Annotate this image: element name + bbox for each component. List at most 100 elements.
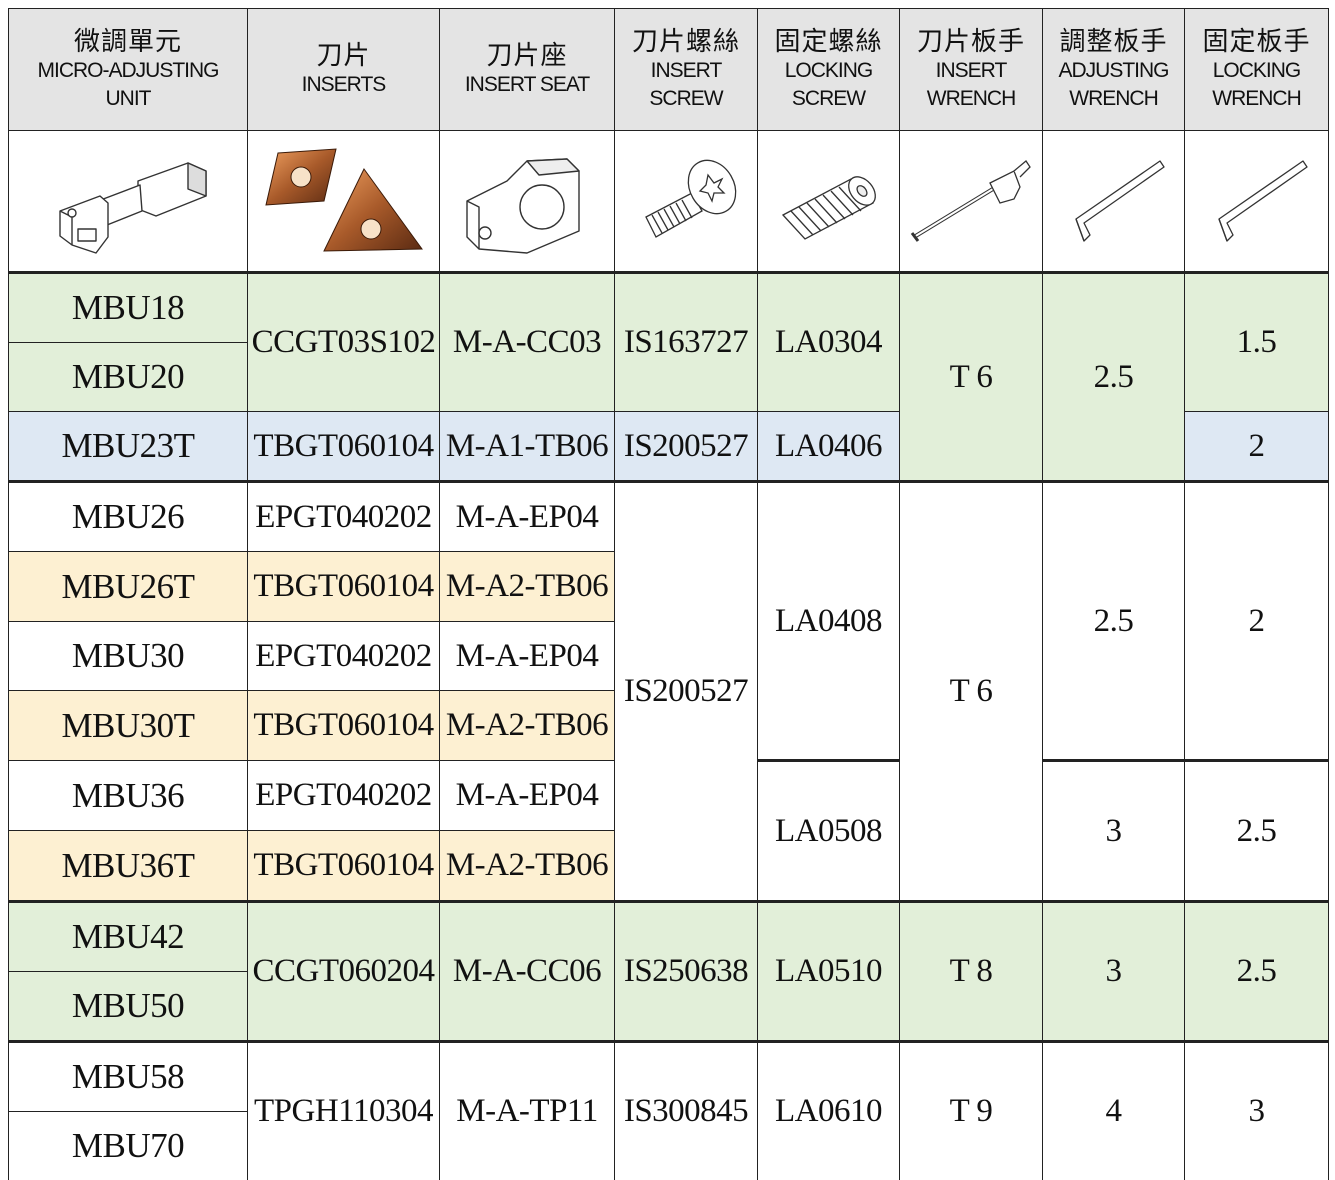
col-header-insert-wrench: 刀片板手 INSERT WRENCH: [899, 8, 1043, 131]
col-header-en: WRENCH: [1212, 86, 1302, 110]
col-header-en: UNIT: [105, 86, 152, 110]
table-row: MBU42 CCGT060204 M-A-CC06 IS250638 LA051…: [8, 900, 1329, 1042]
seat-cell: M-A2-TB06: [439, 690, 615, 761]
insert-cell: EPGT040202: [247, 760, 440, 831]
hex-key-icon: [1074, 160, 1165, 242]
col-header-unit: 微調單元 MICRO-ADJUSTING UNIT: [8, 8, 248, 131]
insert-wrench-cell: T 9: [899, 1040, 1043, 1180]
locking-screw-cell: LA0304: [757, 272, 900, 412]
unit-cell: MBU50: [8, 971, 248, 1042]
locking-wrench-cell: 2.5: [1184, 900, 1329, 1042]
locking-wrench-cell: 2: [1184, 411, 1329, 482]
insert-cell: TBGT060104: [247, 830, 440, 902]
locking-screw-cell: LA0406: [757, 411, 900, 482]
header-row: 微調單元 MICRO-ADJUSTING UNIT 刀片 INSERTS 刀片座…: [8, 8, 1329, 131]
locking-screw-image: [757, 130, 900, 274]
locking-screw-cell: LA0508: [757, 759, 900, 902]
col-header-zh: 調整板手: [1059, 26, 1168, 57]
inserts-photo-icon: [264, 148, 423, 252]
col-header-adjusting-wrench: 調整板手 ADJUSTING WRENCH: [1042, 8, 1185, 131]
table-row: MBU26T TBGT060104 M-A2-TB06: [8, 551, 1329, 622]
insert-cell: CCGT03S102: [247, 272, 440, 412]
seat-cell: M-A-EP04: [439, 621, 615, 691]
col-header-en: MICRO-ADJUSTING: [37, 58, 220, 82]
col-header-en: INSERT: [650, 58, 723, 82]
insert-cell: TBGT060104: [247, 690, 440, 761]
unit-cell: MBU30: [8, 621, 248, 691]
col-header-zh: 刀片: [316, 40, 371, 71]
locking-wrench-cell: 2: [1184, 480, 1329, 761]
insert-wrench-image: [899, 130, 1043, 274]
table-row: MBU20: [8, 342, 1329, 412]
table-row: MBU30T TBGT060104 M-A2-TB06: [8, 690, 1329, 761]
col-header-locking-wrench: 固定板手 LOCKING WRENCH: [1184, 8, 1329, 131]
col-header-zh: 刀片螺絲: [631, 26, 740, 57]
insert-seat-icon: [466, 158, 580, 254]
seat-cell: M-A2-TB06: [439, 830, 615, 902]
locking-wrench-cell: 3: [1184, 1040, 1329, 1180]
seat-cell: M-A-EP04: [439, 760, 615, 831]
unit-cell: MBU36T: [8, 830, 248, 902]
seat-cell: M-A-EP04: [439, 480, 615, 552]
table-row: MBU23T TBGT060104 M-A1-TB06 IS200527 LA0…: [8, 411, 1329, 482]
adjusting-wrench-cell: 2.5: [1042, 272, 1185, 482]
col-header-en: ADJUSTING: [1058, 58, 1169, 82]
unit-cell: MBU42: [8, 900, 248, 972]
col-header-locking-screw: 固定螺絲 LOCKING SCREW: [757, 8, 900, 131]
col-header-zh: 固定板手: [1202, 26, 1311, 57]
col-header-en: INSERTS: [301, 72, 387, 96]
col-header-insert-screw: 刀片螺絲 INSERT SCREW: [614, 8, 758, 131]
insert-cell: EPGT040202: [247, 480, 440, 552]
insert-seat-image: [439, 130, 615, 274]
locking-screw-cell: LA0510: [757, 900, 900, 1042]
col-header-zh: 刀片板手: [916, 26, 1025, 57]
insert-screw-image: [614, 130, 758, 274]
col-header-en: WRENCH: [1069, 86, 1159, 110]
table-row: MBU58 TPGH110304 M-A-TP11 IS300845 LA061…: [8, 1040, 1329, 1180]
seat-cell: M-A-CC03: [439, 272, 615, 412]
locking-screw-cell: LA0408: [757, 480, 900, 761]
unit-cell: MBU18: [8, 272, 248, 343]
table-row: MBU26 EPGT040202 M-A-EP04 IS200527 LA040…: [8, 480, 1329, 902]
col-header-en: LOCKING: [784, 58, 874, 82]
image-row: [8, 130, 1329, 274]
unit-cell: MBU26T: [8, 551, 248, 622]
table-row: MBU50: [8, 971, 1329, 1042]
micro-adjusting-unit-image: [8, 130, 248, 274]
insert-screw-cell: IS163727: [614, 272, 758, 412]
insert-cell: CCGT060204: [247, 900, 440, 1042]
unit-cell: MBU36: [8, 760, 248, 831]
insert-screw-cell: IS200527: [614, 411, 758, 482]
col-header-inserts: 刀片 INSERTS: [247, 8, 440, 131]
seat-cell: M-A2-TB06: [439, 551, 615, 622]
insert-cell: TPGH110304: [247, 1040, 440, 1180]
insert-wrench-cell: T 8: [899, 900, 1043, 1042]
seat-cell: M-A-CC06: [439, 900, 615, 1042]
col-header-en: WRENCH: [926, 86, 1017, 110]
adjusting-wrench-cell: 3: [1042, 900, 1185, 1042]
unit-cell: MBU30T: [8, 690, 248, 761]
locking-wrench-cell: 1.5: [1184, 272, 1329, 412]
locking-screw-cell: LA0610: [757, 1040, 900, 1180]
torx-wrench-icon: [910, 160, 1031, 242]
adjusting-wrench-image: [1042, 130, 1185, 274]
adjusting-wrench-cell: 3: [1042, 759, 1185, 902]
hex-key-icon: [1217, 160, 1308, 242]
table-row: MBU70: [8, 1111, 1329, 1180]
col-header-en: LOCKING: [1212, 58, 1302, 82]
col-header-en: INSERT: [935, 58, 1008, 82]
insert-screw-icon: [645, 159, 737, 238]
unit-cell: MBU70: [8, 1111, 248, 1180]
insert-cell: TBGT060104: [247, 411, 440, 482]
seat-cell: M-A-TP11: [439, 1040, 615, 1180]
locking-screw-icon: [781, 176, 876, 240]
insert-screw-cell: IS200527: [614, 480, 758, 902]
locking-wrench-image: [1184, 130, 1329, 274]
micro-adjusting-unit-icon: [59, 162, 207, 254]
table-row: MBU18 CCGT03S102 M-A-CC03 IS163727 LA030…: [8, 272, 1329, 482]
col-header-en: SCREW: [791, 86, 866, 110]
locking-wrench-cell: 2.5: [1184, 759, 1329, 902]
col-header-insert-seat: 刀片座 INSERT SEAT: [439, 8, 615, 131]
unit-cell: MBU23T: [8, 411, 248, 482]
table-row: MBU30 EPGT040202 M-A-EP04: [8, 621, 1329, 691]
